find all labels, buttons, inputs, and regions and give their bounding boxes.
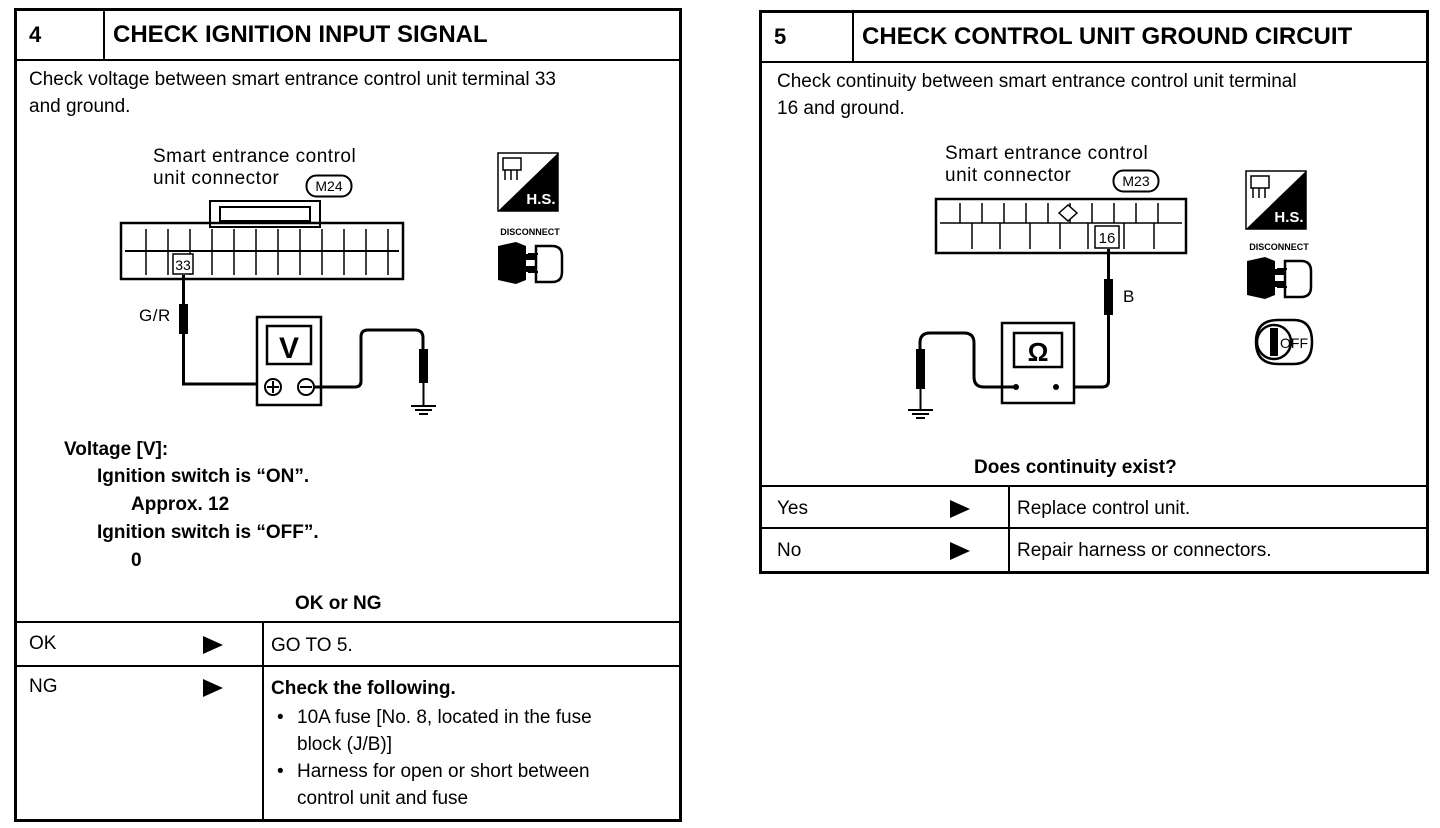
harness-side-icon: H.S. <box>497 152 559 212</box>
step-5-connector-label: Smart entrance control unit connector <box>945 143 1149 186</box>
ignition-off-icon: OFF <box>1254 318 1314 366</box>
divider <box>762 527 1426 529</box>
step-5-question: Does continuity exist? <box>974 457 1177 478</box>
step-5-terminal-number: 16 <box>1099 230 1116 247</box>
disconnect-icon: DISCONNECT <box>498 227 564 284</box>
step-4-meter-symbol: V <box>279 332 299 365</box>
step-5-connector-id-badge: M23 <box>1112 169 1160 193</box>
divider <box>17 621 679 623</box>
divider <box>762 485 1426 487</box>
step-5-title: CHECK CONTROL UNIT GROUND CIRCUIT <box>862 23 1353 50</box>
step-5-meter-symbol: Ω <box>1028 337 1049 367</box>
svg-text:DISCONNECT: DISCONNECT <box>1249 242 1309 252</box>
harness-side-icon: H.S. <box>1245 170 1307 230</box>
svg-text:H.S.: H.S. <box>1274 209 1303 226</box>
divider <box>262 622 264 819</box>
step-5-wire-color: B <box>1123 287 1135 306</box>
row-action: Replace control unit. <box>1017 498 1191 519</box>
step-4-header: 4 CHECK IGNITION INPUT SIGNAL <box>17 11 679 61</box>
disconnect-icon: DISCONNECT <box>1247 242 1313 299</box>
step-4-connector-id: M24 <box>315 178 342 194</box>
row-action: Repair harness or connectors. <box>1017 540 1272 561</box>
step-4-wire-color: G/R <box>139 306 171 325</box>
step-4-terminal-number: 33 <box>175 257 191 273</box>
row-label: NG <box>29 676 58 697</box>
step-5-number: 5 <box>762 13 854 61</box>
step-4-instruction: Check voltage between smart entrance con… <box>29 69 556 117</box>
divider <box>17 665 679 667</box>
step-4-title: CHECK IGNITION INPUT SIGNAL <box>113 21 488 48</box>
row-label: Yes <box>777 498 808 519</box>
svg-text:DISCONNECT: DISCONNECT <box>500 227 560 237</box>
row-action: GO TO 5. <box>271 635 353 656</box>
step-5-continuity-diagram: 16 Ω <box>908 197 1188 419</box>
arrow-right-icon <box>203 679 223 697</box>
step-5-instruction: Check continuity between smart entrance … <box>777 71 1297 119</box>
row-action-title: Check the following. <box>271 678 456 699</box>
off-label: OFF <box>1280 335 1308 351</box>
svg-text:H.S.: H.S. <box>526 191 555 208</box>
step-5-header: 5 CHECK CONTROL UNIT GROUND CIRCUIT <box>762 13 1426 63</box>
arrow-right-icon <box>950 542 970 560</box>
step-4-question: OK or NG <box>295 593 382 614</box>
arrow-right-icon <box>950 500 970 518</box>
step-5-connector-id: M23 <box>1122 173 1149 189</box>
step-5-panel: 5 CHECK CONTROL UNIT GROUND CIRCUIT Chec… <box>759 10 1429 574</box>
step-4-panel: 4 CHECK IGNITION INPUT SIGNAL Check volt… <box>14 8 682 822</box>
step-4-connector-id-badge: M24 <box>305 174 353 198</box>
list-item: Harness for open or short between contro… <box>271 758 671 812</box>
row-label: No <box>777 540 802 561</box>
check-list: 10A fuse [No. 8, located in the fuse blo… <box>271 704 671 812</box>
step-4-number: 4 <box>17 11 105 59</box>
row-label: OK <box>29 633 57 654</box>
arrow-right-icon <box>203 636 223 654</box>
step-4-connector-label: Smart entrance control unit connector <box>153 146 357 189</box>
list-item: 10A fuse [No. 8, located in the fuse blo… <box>271 704 671 758</box>
step-4-voltage-diagram: 33 V <box>119 200 436 415</box>
